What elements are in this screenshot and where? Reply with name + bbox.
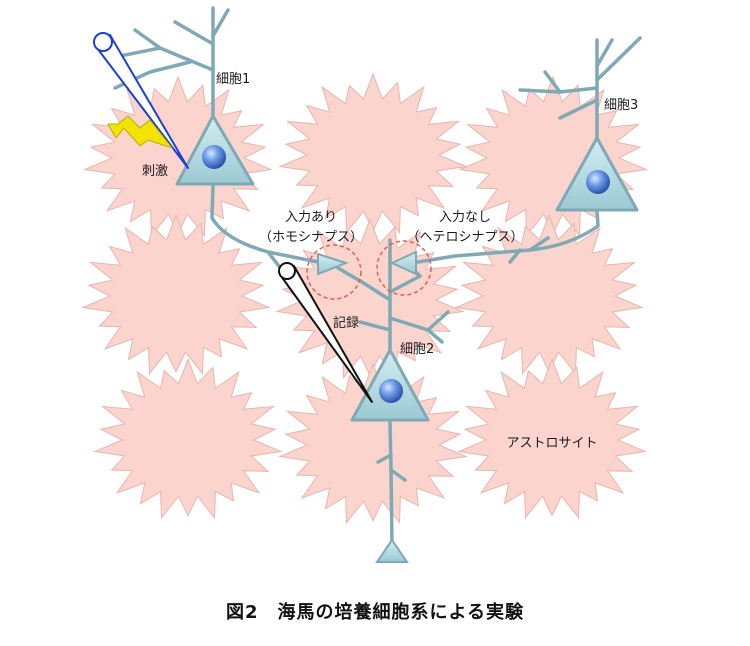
cell2-soma xyxy=(350,348,430,422)
cell2-dendrite xyxy=(426,328,444,344)
cell2-label: 細胞2 xyxy=(400,342,435,357)
cell1-dendrite xyxy=(211,8,230,38)
cell1-label: 細胞1 xyxy=(216,72,251,87)
cell2-axon xyxy=(388,420,394,547)
cell1-nucleus xyxy=(202,145,226,169)
cell2-axon-terminal xyxy=(375,538,409,563)
stimulus-label: 刺激 xyxy=(142,164,169,179)
cell2-nucleus xyxy=(379,379,403,403)
figure-caption: 図2 海馬の培養細胞系による実験 xyxy=(226,602,524,623)
cell3-dendrite xyxy=(595,36,642,82)
astrocyte-7 xyxy=(93,357,283,519)
neurite-layer xyxy=(113,6,642,547)
recording-electrode xyxy=(278,262,373,403)
homosynapse-label: （ホモシナプス） xyxy=(258,230,364,245)
stimulus-electrode xyxy=(93,32,189,169)
astrocyte-label: アストロサイト xyxy=(506,436,598,451)
cell2-axon-branch xyxy=(389,468,407,482)
heterosynapse-circle xyxy=(376,240,432,296)
cell3-dendrite xyxy=(543,70,562,94)
cell3-nucleus xyxy=(586,170,610,194)
cell3-axon-branch xyxy=(508,248,522,264)
astrocyte-4 xyxy=(81,213,271,375)
cell2-dendrite xyxy=(336,266,392,302)
lightning-bolt-icon xyxy=(107,115,174,150)
heterosynapse-label: （ヘテロシナプス） xyxy=(406,230,524,245)
cell3-dendrite xyxy=(558,98,599,120)
input-no-label: 入力なし xyxy=(438,210,492,225)
homosynapse-circle xyxy=(306,244,362,300)
cell3-soma xyxy=(555,136,639,212)
synapse-terminal-hetero xyxy=(389,250,417,276)
cell3-label: 細胞3 xyxy=(604,98,639,113)
cell1-soma xyxy=(175,114,255,186)
cell1-dendrite xyxy=(133,28,162,50)
cell1-dendrite xyxy=(173,20,215,46)
cell3-axon-branch xyxy=(528,236,550,252)
cell3-dendrite xyxy=(595,38,614,68)
input-yes-label: 入力あり xyxy=(284,210,338,225)
cell2-axon-branch xyxy=(376,453,393,464)
recording-label: 記録 xyxy=(333,316,360,331)
astrocyte-9 xyxy=(457,357,647,519)
synapse-terminal-homo xyxy=(317,252,349,276)
cell2-dendrite xyxy=(358,320,392,332)
